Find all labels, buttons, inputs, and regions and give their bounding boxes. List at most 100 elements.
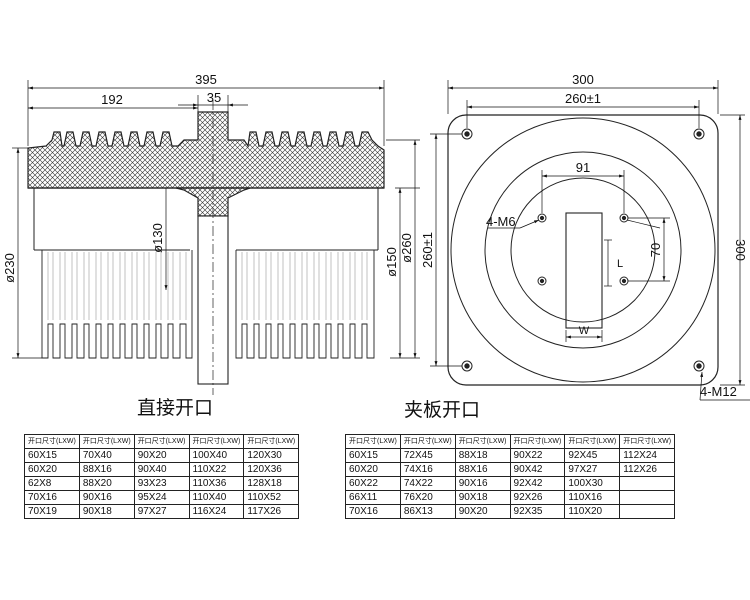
dim-dia-230: ø230: [2, 253, 17, 283]
table-cell: 90X22: [509, 448, 566, 463]
outer-ring: [450, 117, 716, 383]
label-4-m6: 4-M6: [486, 214, 516, 229]
table-cell: 120X36: [243, 462, 300, 477]
table-cell: 95X24: [133, 490, 190, 505]
table-cell: 92X26: [509, 490, 566, 505]
table-cell: 100X40: [188, 448, 245, 463]
table-row: 70X16 86X13 90X20 92X35 110X20: [345, 504, 676, 519]
table-row: 70X19 90X18 97X27 116X24 117X26: [24, 504, 300, 519]
table-cell: 88X16: [78, 462, 135, 477]
inner-ring: [510, 177, 656, 323]
table-cell: 112X24: [619, 448, 676, 463]
table-cell: 70X19: [24, 504, 80, 519]
table-cell: 90X42: [509, 462, 566, 477]
table-cell: 74X16: [399, 462, 456, 477]
mounting-plate: [447, 114, 719, 386]
table-cell: 74X22: [399, 476, 456, 491]
right-view-title: 夹板开口: [404, 399, 480, 421]
dim-hole-pitch-v: 260±1: [420, 232, 435, 268]
table-cell: 70X40: [78, 448, 135, 463]
label-l: L: [617, 258, 623, 270]
table-cell: 110X40: [188, 490, 245, 505]
table-cell: 110X20: [564, 504, 621, 519]
table-cell: 88X16: [454, 462, 511, 477]
dim-opening-width: 91: [576, 160, 590, 175]
opening-slot: [565, 212, 603, 329]
table-cell: 92X42: [509, 476, 566, 491]
dim-dia-260: ø260: [399, 233, 414, 263]
plate-top-view: [447, 114, 719, 386]
table-row: 60X15 70X40 90X20 100X40 120X30: [24, 448, 300, 463]
opening-size-table-direct: 开口尺寸(LXW) 开口尺寸(LXW) 开口尺寸(LXW) 开口尺寸(LXW) …: [24, 434, 300, 519]
table-cell: 90X16: [454, 476, 511, 491]
table-cell: 100X30: [564, 476, 621, 491]
table-header: 开口尺寸(LXW): [399, 434, 456, 449]
table-header: 开口尺寸(LXW): [24, 434, 80, 449]
table-cell: 90X18: [78, 504, 135, 519]
table-header: 开口尺寸(LXW): [454, 434, 511, 449]
table-header: 开口尺寸(LXW): [188, 434, 245, 449]
table-cell: [619, 490, 676, 505]
shed-profile: [27, 111, 385, 189]
table-header: 开口尺寸(LXW): [243, 434, 300, 449]
dim-hole-pitch: 260±1: [565, 91, 601, 106]
table-header: 开口尺寸(LXW): [133, 434, 190, 449]
table-cell: 93X23: [133, 476, 190, 491]
table-cell: 128X18: [243, 476, 300, 491]
table-cell: 88X18: [454, 448, 511, 463]
dim-35: 35: [207, 90, 221, 105]
table-cell: 60X15: [24, 448, 80, 463]
table-cell: 120X30: [243, 448, 300, 463]
m6-holes: [537, 213, 629, 286]
table-cell: 66X11: [345, 490, 401, 505]
dim-dia-150: ø150: [384, 247, 399, 277]
dim-395: 395: [195, 72, 217, 87]
table-header: 开口尺寸(LXW): [78, 434, 135, 449]
opening-size-table-clamp: 开口尺寸(LXW) 开口尺寸(LXW) 开口尺寸(LXW) 开口尺寸(LXW) …: [345, 434, 676, 519]
table-cell: 60X20: [24, 462, 80, 477]
table-header-row: 开口尺寸(LXW) 开口尺寸(LXW) 开口尺寸(LXW) 开口尺寸(LXW) …: [345, 434, 676, 449]
table-header: 开口尺寸(LXW): [619, 434, 676, 449]
table-header: 开口尺寸(LXW): [564, 434, 621, 449]
table-cell: 72X45: [399, 448, 456, 463]
dim-plate-height: 300: [733, 239, 748, 261]
table-row: 60X22 74X22 90X16 92X42 100X30: [345, 476, 676, 491]
table-row: 62X8 88X20 93X23 110X36 128X18: [24, 476, 300, 491]
table-cell: 90X40: [133, 462, 190, 477]
table-header-row: 开口尺寸(LXW) 开口尺寸(LXW) 开口尺寸(LXW) 开口尺寸(LXW) …: [24, 434, 300, 449]
dim-dia-130: ø130: [150, 223, 165, 253]
m12-holes: [461, 128, 705, 372]
bushing-side-view: [27, 100, 385, 395]
table-cell: 90X20: [454, 504, 511, 519]
table-cell: 88X20: [78, 476, 135, 491]
middle-ring: [484, 151, 682, 349]
table-cell: 110X22: [188, 462, 245, 477]
label-4-m12: 4-M12: [700, 384, 737, 399]
table-cell: 110X16: [564, 490, 621, 505]
table-cell: 97X27: [133, 504, 190, 519]
table-row: 60X20 88X16 90X40 110X22 120X36: [24, 462, 300, 477]
table-header: 开口尺寸(LXW): [509, 434, 566, 449]
table-cell: 110X52: [243, 490, 300, 505]
table-cell: [619, 476, 676, 491]
table-cell: 110X36: [188, 476, 245, 491]
dim-opening-height: 70: [648, 243, 663, 257]
table-cell: 70X16: [24, 490, 80, 505]
lower-fins: [41, 250, 193, 359]
table-row: 60X20 74X16 88X16 90X42 97X27 112X26: [345, 462, 676, 477]
table-row: 66X11 76X20 90X18 92X26 110X16: [345, 490, 676, 505]
table-cell: 97X27: [564, 462, 621, 477]
table-header: 开口尺寸(LXW): [345, 434, 401, 449]
table-cell: [619, 504, 676, 519]
table-cell: 60X15: [345, 448, 401, 463]
table-row: 60X15 72X45 88X18 90X22 92X45 112X24: [345, 448, 676, 463]
table-cell: 90X18: [454, 490, 511, 505]
table-cell: 112X26: [619, 462, 676, 477]
table-cell: 92X35: [509, 504, 566, 519]
dim-192: 192: [101, 92, 123, 107]
dim-plate-width: 300: [572, 72, 594, 87]
left-view-dimensions: [12, 80, 420, 359]
table-cell: 117X26: [243, 504, 300, 519]
table-cell: 86X13: [399, 504, 456, 519]
